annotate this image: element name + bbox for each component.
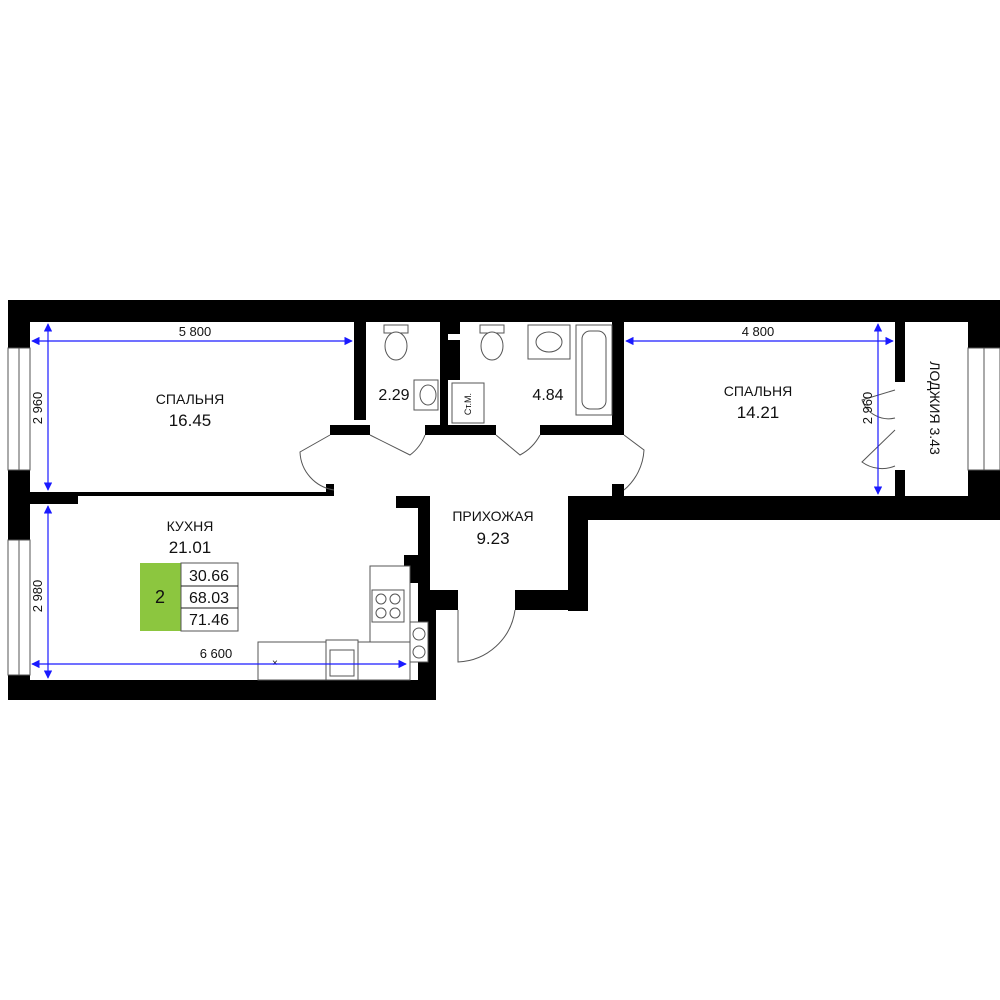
living-area-value: 30.66 <box>189 568 229 585</box>
bedroom-right-name: СПАЛЬНЯ <box>724 383 792 399</box>
dim-bedroom-left-depth: 2 960 <box>30 392 45 425</box>
area-summary-badge: 2 30.66 68.03 71.46 <box>140 562 239 632</box>
walls <box>8 300 1000 700</box>
dim-bedroom-right-width: 4 800 <box>742 324 775 339</box>
hallway-name: ПРИХОЖАЯ <box>452 508 533 524</box>
hallway-area: 9.23 <box>476 529 509 548</box>
total-area-value: 71.46 <box>189 612 229 629</box>
dimension-lines <box>31 323 894 679</box>
rooms-count-box <box>140 563 181 631</box>
bathroom-area: 4.84 <box>532 387 563 404</box>
laundry-label: Ст.М. <box>463 393 473 415</box>
bedroom-left-area: 16.45 <box>169 411 212 430</box>
rooms-count: 2 <box>155 587 165 607</box>
doors <box>299 389 896 663</box>
dim-kitchen-depth: 2 980 <box>30 580 45 613</box>
wc-area: 2.29 <box>378 387 409 404</box>
kitchen-fixtures: × <box>257 565 429 681</box>
kitchen-area: 21.01 <box>169 538 212 557</box>
dim-bedroom-left-width: 5 800 <box>179 324 212 339</box>
kitchen-name: КУХНЯ <box>167 518 214 534</box>
loggia-label: ЛОДЖИЯ 3.43 <box>927 361 943 455</box>
bedroom-right-area: 14.21 <box>737 403 780 422</box>
windows <box>7 347 1000 676</box>
bedroom-left-name: СПАЛЬНЯ <box>156 391 224 407</box>
area-without-loggia-value: 68.03 <box>189 590 229 607</box>
plumbing-fixtures <box>383 324 613 424</box>
dim-bedroom-right-depth: 2 960 <box>860 392 875 425</box>
dim-kitchen-width: 6 600 <box>200 646 233 661</box>
